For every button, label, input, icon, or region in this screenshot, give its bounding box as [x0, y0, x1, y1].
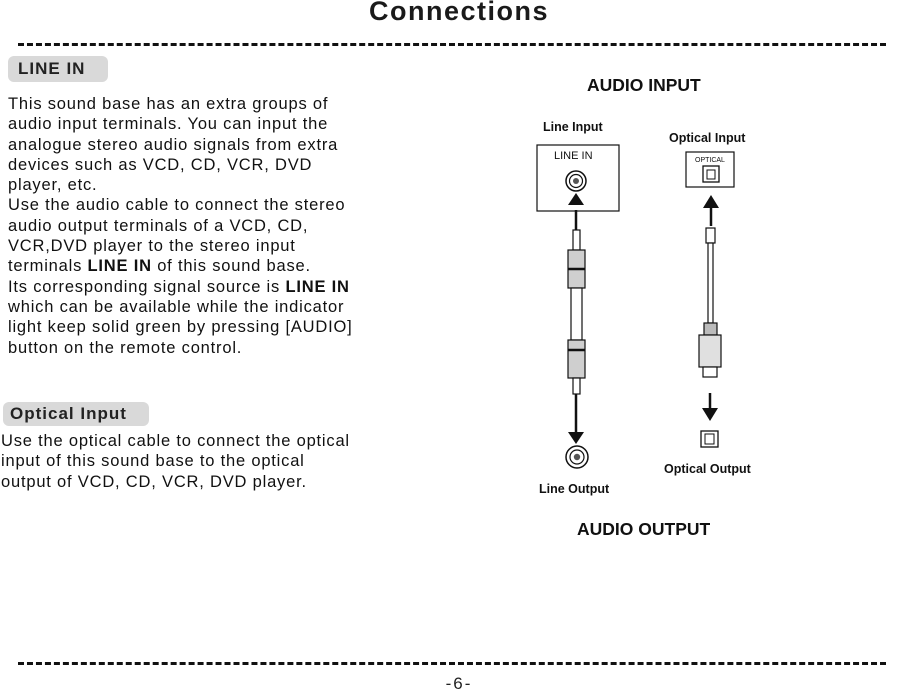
- optical-output-label: Optical Output: [664, 462, 751, 476]
- text-segment: Use the audio cable to connect the stere…: [8, 196, 346, 215]
- line-in-text-line: terminals LINE IN of this sound base.: [8, 256, 353, 276]
- line-in-text-line: This sound base has an extra groups of: [8, 94, 353, 114]
- line-output-label: Line Output: [539, 482, 610, 496]
- arrow-down-line-icon: [568, 394, 584, 444]
- line-in-text-line: analogue stereo audio signals from extra: [8, 135, 353, 155]
- audio-input-label: AUDIO INPUT: [587, 75, 701, 95]
- bottom-dashed-rule: [18, 662, 886, 665]
- rca-jack-input-icon: [565, 170, 587, 192]
- line-in-text-line: audio input terminals. You can input the: [8, 114, 353, 134]
- line-in-heading: LINE IN: [8, 56, 108, 82]
- text-segment: This sound base has an extra groups of: [8, 95, 329, 113]
- top-dashed-rule: [18, 43, 886, 46]
- page-title: Connections: [368, 0, 549, 26]
- text-segment: light keep solid green by pressing [AUDI…: [8, 318, 353, 337]
- line-in-text-line: player, etc.: [8, 175, 353, 195]
- arrow-down-optical-icon: [702, 393, 718, 421]
- rca-cable-icon: [567, 229, 586, 395]
- optical-port-output-icon: [700, 430, 719, 448]
- text-segment: Its corresponding signal source is: [8, 277, 286, 296]
- line-in-text-line: audio output terminals of a VCD, CD,: [8, 216, 353, 236]
- optical-text-line: Use the optical cable to connect the opt…: [1, 432, 350, 450]
- arrow-up-optical-icon: [703, 195, 719, 226]
- optical-panel-text: OPTICAL: [695, 157, 725, 164]
- text-segment: button on the remote control.: [8, 338, 243, 357]
- diagram-graphics: LINE IN: [536, 144, 735, 469]
- text-segment: audio input terminals. You can input the: [8, 115, 329, 134]
- text-segment: devices such as VCD, CD, VCR, DVD: [8, 155, 313, 174]
- line-in-description: This sound base has an extra groups of au…: [8, 94, 353, 358]
- rca-jack-output-icon: [565, 445, 589, 469]
- line-in-text-line: button on the remote control.: [8, 338, 353, 358]
- text-segment: of this sound base.: [151, 257, 311, 276]
- text-segment: VCR,DVD player to the stereo input: [8, 237, 296, 256]
- bold-term: LINE IN: [87, 257, 152, 276]
- text-segment: player, etc.: [8, 176, 98, 195]
- optical-input-heading: Optical Input: [3, 402, 149, 426]
- optical-input-label: Optical Input: [669, 131, 746, 145]
- page-number: -6-: [445, 674, 473, 693]
- line-in-panel-text: LINE IN: [554, 150, 593, 162]
- bold-term: LINE IN: [285, 277, 350, 296]
- optical-cable-icon: [698, 227, 722, 378]
- line-in-text-line: Use the audio cable to connect the stere…: [8, 195, 353, 215]
- connection-diagram: AUDIO INPUT Line Input Optical Input Lin…: [500, 60, 820, 550]
- optical-text-line: output of VCD, CD, VCR, DVD player.: [1, 472, 307, 491]
- line-in-text-line: devices such as VCD, CD, VCR, DVD: [8, 155, 353, 175]
- optical-port-input-icon: [702, 165, 720, 183]
- line-in-text-line: VCR,DVD player to the stereo input: [8, 236, 353, 256]
- text-segment: terminals: [8, 257, 88, 276]
- line-input-label: Line Input: [543, 120, 603, 134]
- text-segment: which can be available while the indicat…: [8, 297, 345, 316]
- text-segment: audio output terminals of a VCD, CD,: [8, 216, 309, 235]
- line-in-text-line: Its corresponding signal source is LINE …: [8, 277, 353, 297]
- optical-input-description: Use the optical cable to connect the opt…: [1, 431, 350, 492]
- arrow-up-line-icon: [568, 193, 584, 230]
- line-in-text-line: light keep solid green by pressing [AUDI…: [8, 317, 353, 337]
- optical-text-line: input of this sound base to the optical: [1, 452, 305, 471]
- audio-output-label: AUDIO OUTPUT: [577, 519, 711, 539]
- text-segment: analogue stereo audio signals from extra: [8, 135, 339, 154]
- line-in-text-line: which can be available while the indicat…: [8, 297, 353, 317]
